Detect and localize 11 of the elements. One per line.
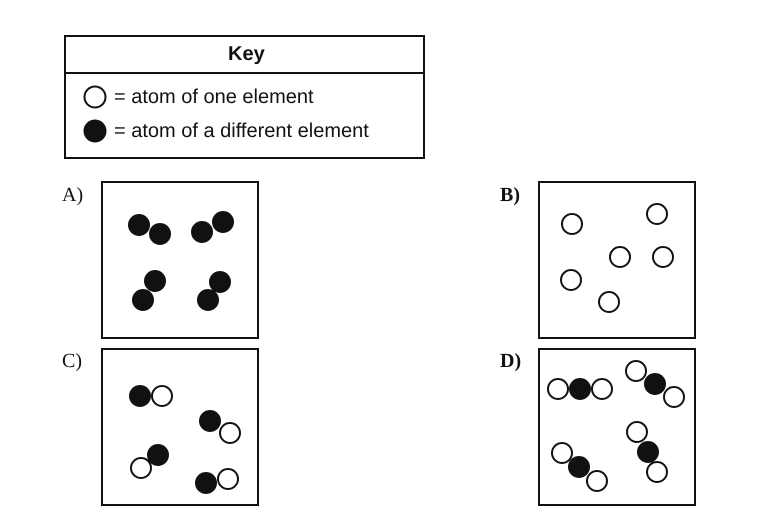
legend-text: = atom of a different element [114, 120, 369, 143]
answer-box [101, 181, 259, 339]
key-heading: Key [228, 43, 265, 66]
answer-box [101, 348, 259, 506]
option-label: A) [62, 184, 84, 207]
option-label: D) [500, 350, 522, 373]
option-label: B) [500, 184, 520, 207]
option-label: C) [62, 350, 82, 373]
answer-box [538, 181, 696, 339]
legend-text: = atom of one element [114, 86, 314, 109]
answer-box [538, 348, 696, 506]
